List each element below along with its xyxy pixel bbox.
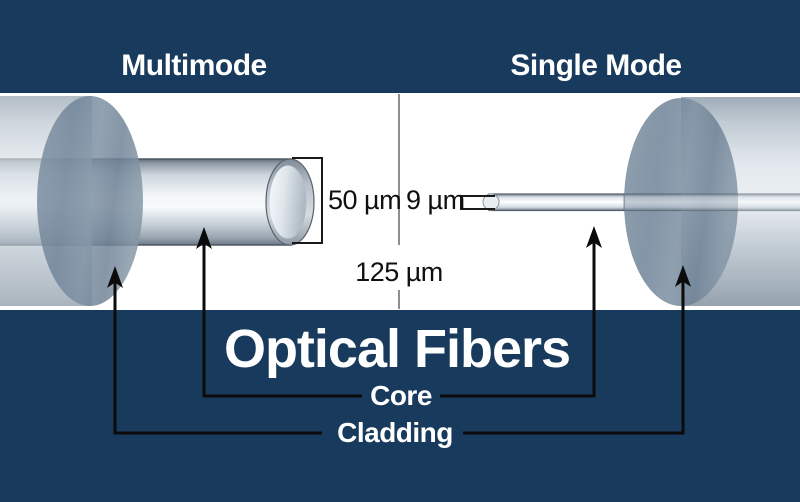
arrow-up-icon: [107, 266, 123, 288]
multimode-core-dimension-bracket: [292, 157, 323, 244]
multimode-cladding-endface: [37, 96, 143, 306]
singlemode-core-through-cladding: [623, 193, 800, 212]
core-leader-line-right: [440, 239, 596, 398]
cladding-label: Cladding: [337, 417, 453, 448]
arrow-up-icon: [675, 265, 691, 287]
single-mode-heading: Single Mode: [510, 49, 682, 82]
single-mode-core-diameter-label: 9 µm: [406, 185, 465, 215]
fiber-illustrations: [0, 96, 800, 306]
singlemode-fiber: [482, 97, 800, 306]
arrow-up-icon: [196, 227, 212, 249]
multimode-core-endface: [269, 165, 307, 239]
core-label: Core: [370, 380, 432, 411]
multimode-heading: Multimode: [121, 49, 267, 82]
multimode-fiber: [0, 96, 315, 306]
singlemode-core-dimension-bracket: [460, 195, 495, 210]
cladding-leader-line-right: [463, 277, 685, 435]
cladding-leader-line-left: [113, 278, 322, 435]
arrow-up-icon: [586, 226, 602, 248]
cladding-diameter-label: 125 µm: [355, 257, 443, 287]
multimode-core-diameter-label: 50 µm: [328, 185, 402, 215]
diagram-title: Optical Fibers: [223, 319, 571, 379]
core-leader-line-left: [202, 240, 362, 398]
